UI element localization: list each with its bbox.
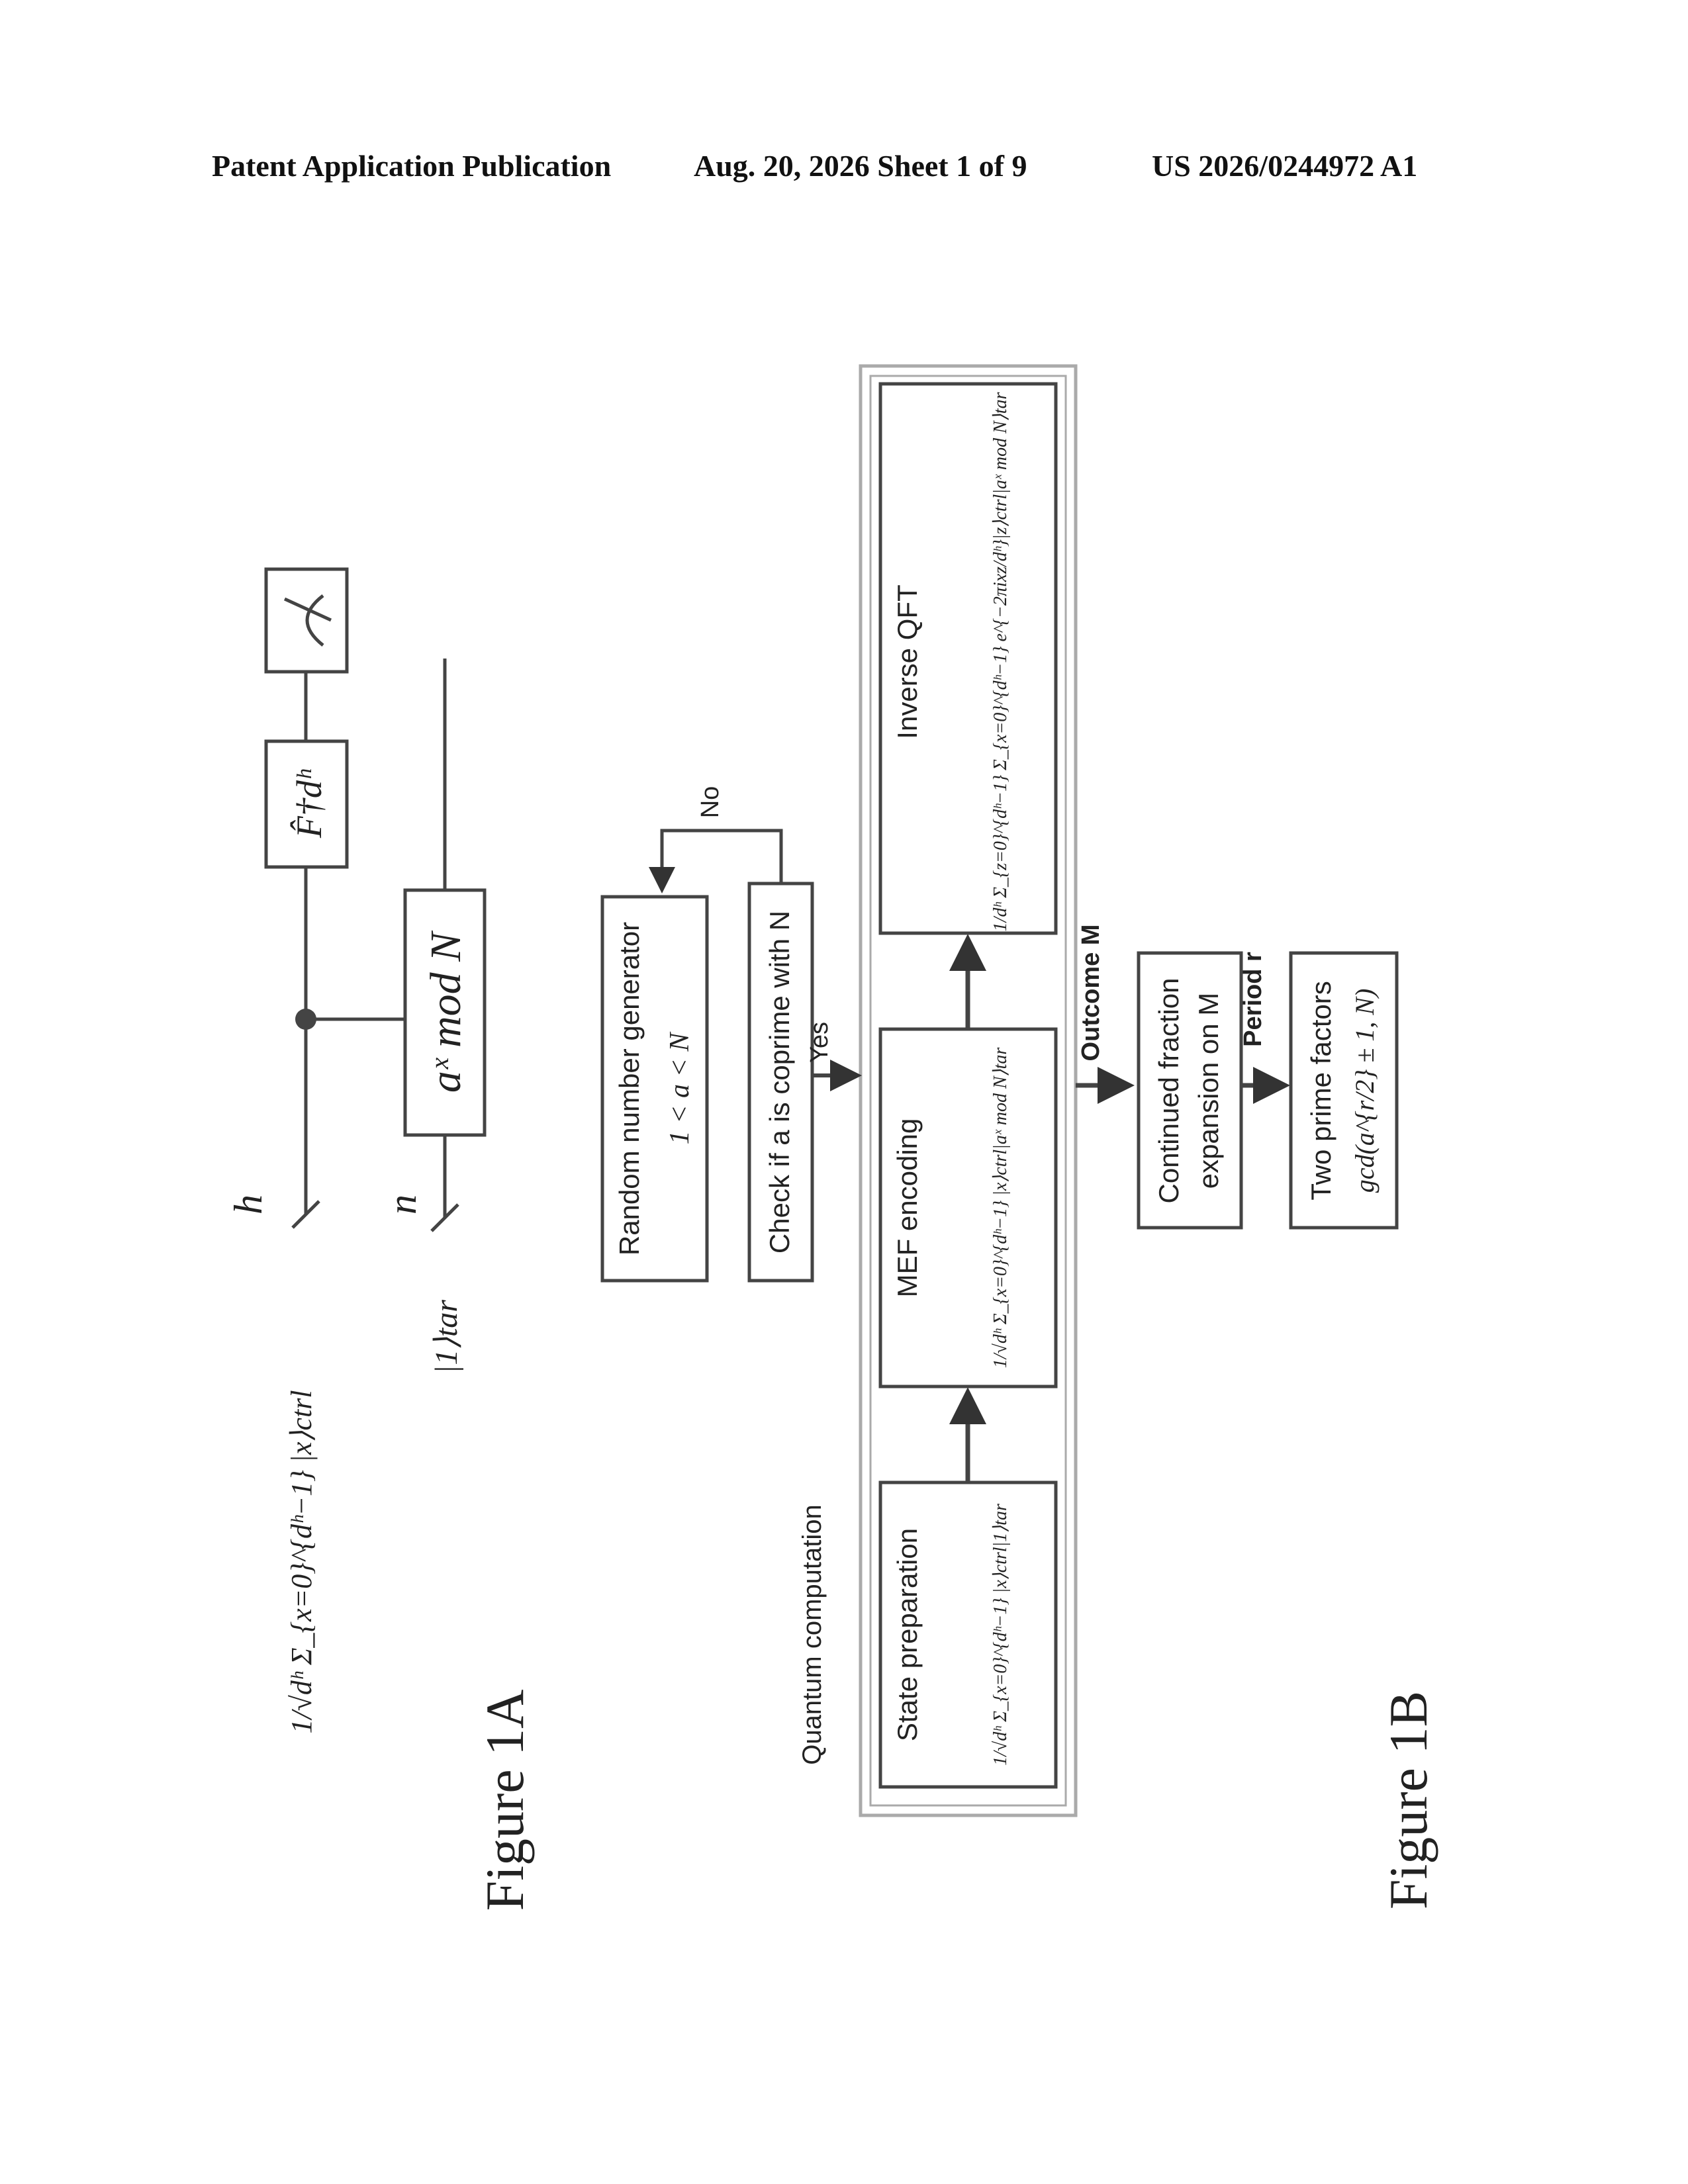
state-preparation-title: State preparation: [892, 1528, 923, 1741]
prime-factors-equation: gcd(a^{r/2} ± 1, N): [1350, 989, 1380, 1193]
outcome-label: Outcome M: [1077, 925, 1105, 1062]
figure-1b: Quantum computation Random number genera…: [602, 366, 1438, 1909]
random-generator-condition: 1 < a < N: [665, 1032, 695, 1145]
no-label: No: [696, 786, 724, 819]
prime-factors-title: Two prime factors: [1305, 981, 1336, 1200]
figure-1a: aˣ mod N F̂†dʰ h n 1/√dʰ Σ_{x=0}^{dʰ−1} …: [226, 569, 535, 1911]
inverse-qft-equation: 1/dʰ Σ_{z=0}^{dʰ−1} Σ_{x=0}^{dʰ−1} e^{−2…: [990, 392, 1011, 931]
mef-encoding-equation: 1/√dʰ Σ_{x=0}^{dʰ−1} |x⟩ctrl|aˣ mod N⟩ta…: [990, 1048, 1011, 1369]
control-dot: [295, 1009, 316, 1030]
continued-fraction-line1: Continued fraction: [1153, 978, 1184, 1204]
inverse-qft-title: Inverse QFT: [892, 584, 923, 739]
figure-1a-caption: Figure 1A: [475, 1690, 535, 1911]
input-tar-state: |1⟩tar: [429, 1300, 464, 1374]
coprime-check-label: Check if a is coprime with N: [764, 911, 795, 1253]
continued-fraction-line2: expansion on M: [1193, 993, 1224, 1189]
figure-1b-caption: Figure 1B: [1378, 1691, 1438, 1909]
wire-h-label: h: [226, 1195, 270, 1214]
modexp-label: aˣ mod N: [422, 930, 470, 1093]
mef-encoding-title: MEF encoding: [892, 1118, 923, 1298]
random-generator-title: Random number generator: [614, 922, 645, 1255]
yes-label: Yes: [806, 1022, 833, 1063]
no-loop-arrow: [662, 831, 781, 887]
qft-label: F̂†dʰ: [289, 769, 329, 839]
wire-n-label: n: [381, 1195, 424, 1214]
input-ctrl-state: 1/√dʰ Σ_{x=0}^{dʰ−1} |x⟩ctrl: [285, 1390, 318, 1733]
period-label: Period r: [1239, 952, 1267, 1047]
quantum-group-label: Quantum computation: [798, 1504, 827, 1765]
state-preparation-equation: 1/√dʰ Σ_{x=0}^{dʰ−1} |x⟩ctrl|1⟩tar: [990, 1504, 1011, 1766]
